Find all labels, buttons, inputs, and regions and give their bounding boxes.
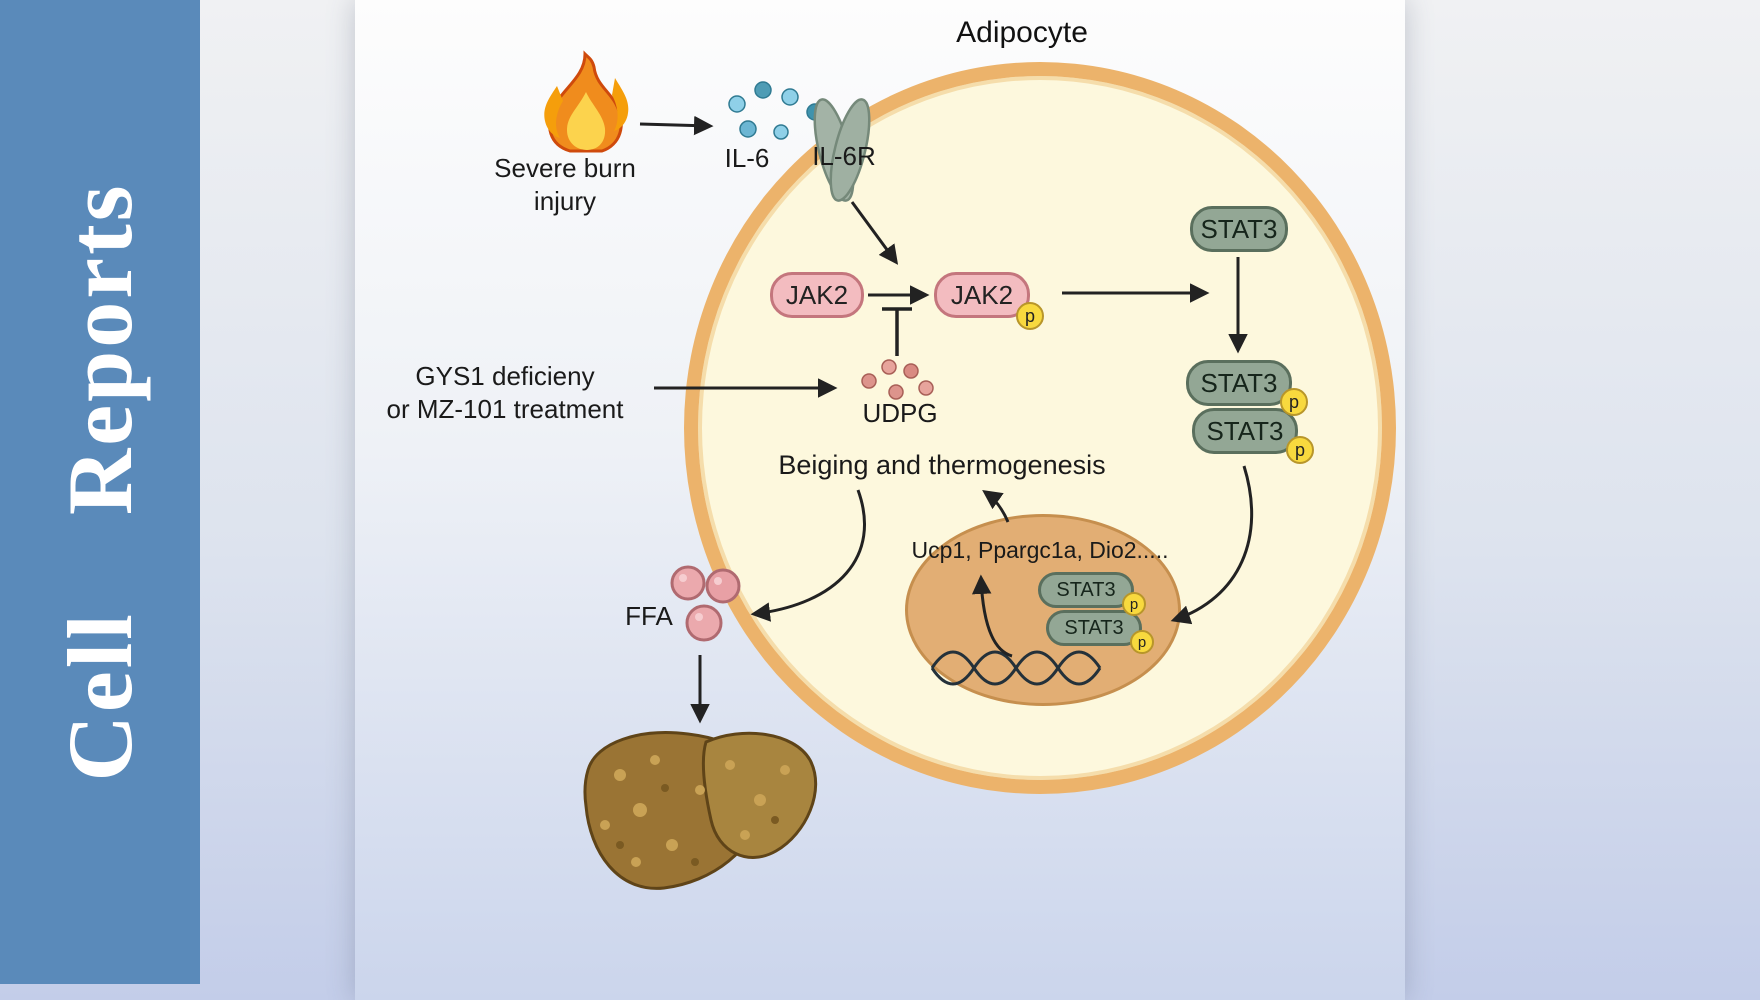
adipocyte-title: Adipocyte bbox=[956, 16, 1088, 49]
gys1-label: GYS1 deficieny or MZ-101 treatment bbox=[386, 361, 624, 424]
phospho-badge-dimer-2: p bbox=[1286, 436, 1314, 464]
nucleus-stat3-box-1: STAT3 bbox=[1038, 572, 1134, 608]
il6r-label: IL-6R bbox=[812, 141, 876, 171]
nucleus-stat3-box-2: STAT3 bbox=[1046, 610, 1142, 646]
beiging-label: Beiging and thermogenesis bbox=[778, 450, 1106, 480]
severe-burn-label: Severe burn injury bbox=[494, 153, 636, 216]
phospho-badge-dimer-1: p bbox=[1280, 388, 1308, 416]
phospho-badge-nucleus-1: p bbox=[1122, 592, 1146, 616]
journal-sidebar: Cell Reports bbox=[0, 0, 200, 984]
il6-label: IL-6 bbox=[724, 143, 770, 173]
stat3-dimer-box-2: STAT3 bbox=[1192, 408, 1298, 454]
stat3-dimer-box-1: STAT3 bbox=[1186, 360, 1292, 406]
udpg-label: UDPG bbox=[862, 398, 938, 428]
jak2-phospho-box: JAK2 bbox=[934, 272, 1030, 318]
stat3-box: STAT3 bbox=[1190, 206, 1288, 252]
genes-label: Ucp1, Ppargc1a, Dio2..... bbox=[911, 537, 1169, 563]
phospho-badge-jak2: p bbox=[1016, 302, 1044, 330]
phospho-badge-nucleus-2: p bbox=[1130, 630, 1154, 654]
journal-title: Cell Reports bbox=[49, 182, 151, 782]
ffa-label: FFA bbox=[625, 601, 673, 631]
jak2-box: JAK2 bbox=[770, 272, 864, 318]
